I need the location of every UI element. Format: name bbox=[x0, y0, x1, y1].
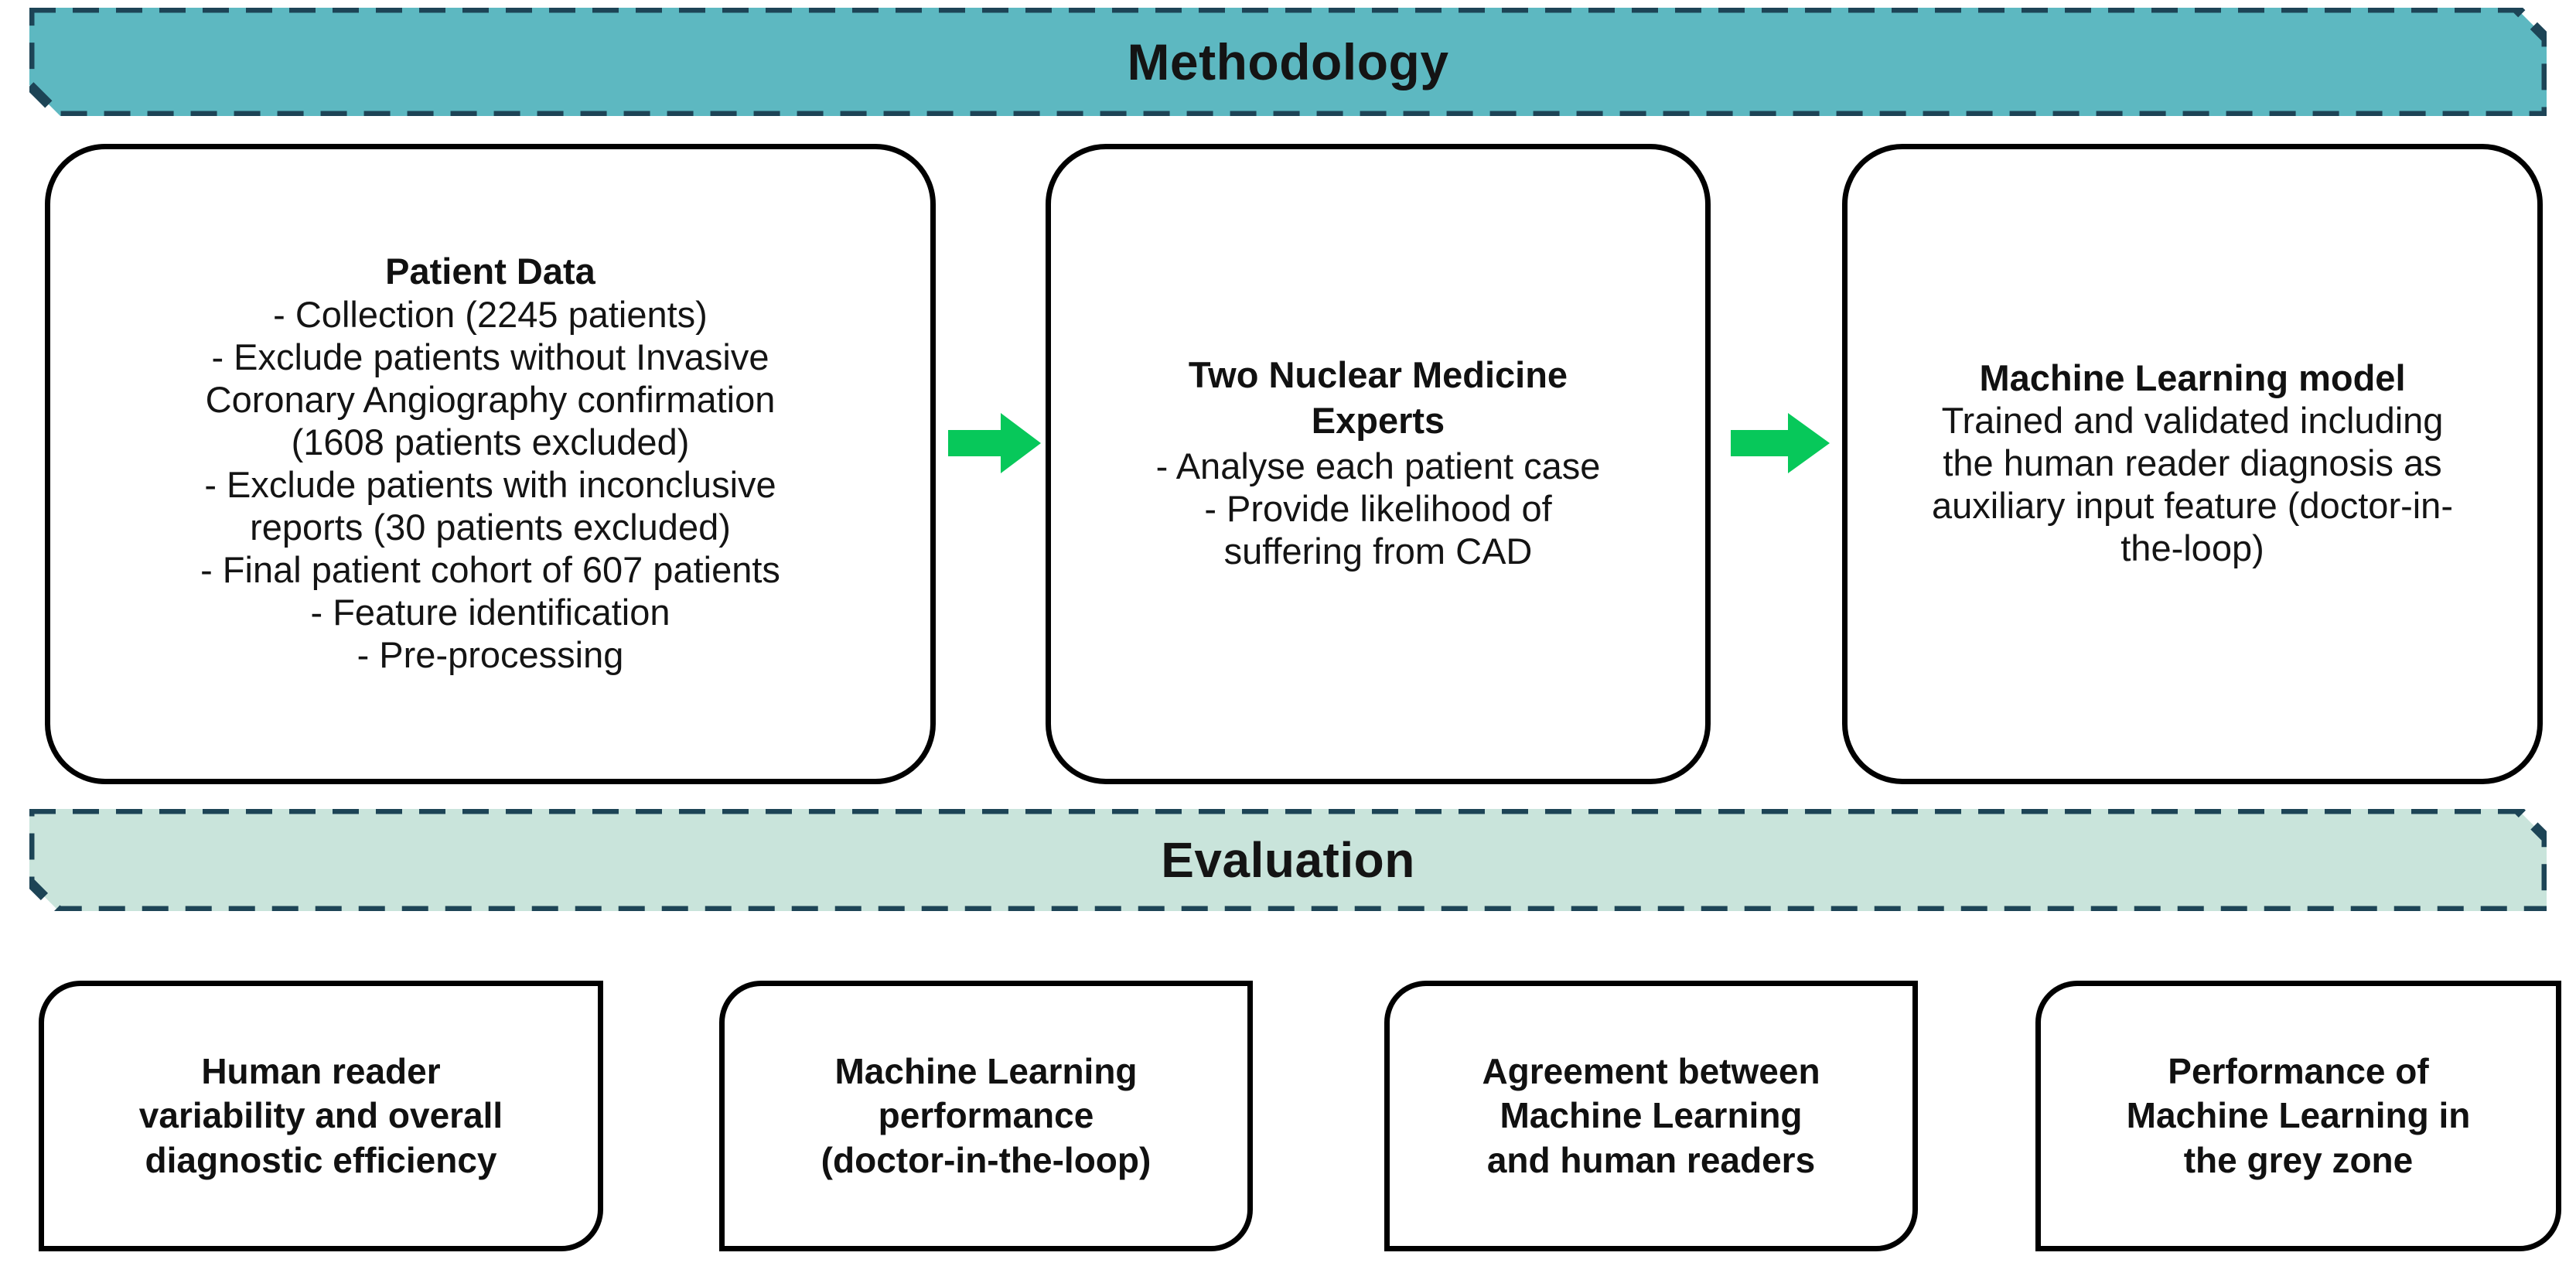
methodology-section-banner: Methodology bbox=[29, 8, 2547, 116]
outcome-1-text: Human reader variability and overall dia… bbox=[139, 1049, 503, 1182]
patient-data-line-9: - Pre-processing bbox=[357, 633, 624, 675]
outcome-box-agreement-ml-human-readers: Agreement between Machine Learning and h… bbox=[1384, 981, 1918, 1251]
ml-model-line-4: the-loop) bbox=[2121, 527, 2264, 569]
methodology-banner-label: Methodology bbox=[1127, 33, 1449, 90]
experts-line-1: - Analyse each patient case bbox=[1155, 445, 1601, 487]
arrow-right-icon bbox=[1731, 413, 1830, 473]
patient-data-line-7: - Final patient cohort of 607 patients bbox=[200, 548, 780, 590]
patient-data-line-6: reports (30 patients excluded) bbox=[250, 506, 731, 548]
outcome-box-ml-grey-zone: Performance of Machine Learning in the g… bbox=[2035, 981, 2561, 1251]
patient-data-line-2: - Exclude patients without Invasive bbox=[211, 336, 769, 377]
outcome-4-line-3: the grey zone bbox=[2183, 1139, 2414, 1180]
ml-model-title: Machine Learning model bbox=[1979, 357, 2406, 398]
patient-data-line-5: - Exclude patients with inconclusive bbox=[204, 463, 776, 505]
outcome-4-line-2: Machine Learning in bbox=[2126, 1095, 2471, 1136]
ml-model-line-2: the human reader diagnosis as bbox=[1943, 442, 2442, 484]
outcome-1-line-1: Human reader bbox=[201, 1051, 441, 1092]
arrow-right-icon bbox=[948, 413, 1041, 473]
ml-model-line-1: Trained and validated including bbox=[1941, 400, 2444, 442]
evaluation-banner-label: Evaluation bbox=[1161, 832, 1415, 888]
evaluation-banner-shape bbox=[29, 809, 2547, 911]
outcome-box-human-reader-variability: Human reader variability and overall dia… bbox=[39, 981, 603, 1251]
outcome-1-line-2: variability and overall bbox=[138, 1095, 503, 1136]
outcome-3-line-1: Agreement between bbox=[1482, 1051, 1820, 1092]
outcome-2-line-2: performance bbox=[878, 1095, 1094, 1136]
experts-title-line-2: Experts bbox=[1311, 399, 1445, 441]
process-box-nuclear-medicine-experts: Two Nuclear Medicine Experts - Analyse e… bbox=[1046, 144, 1711, 784]
outcome-4-text: Performance of Machine Learning in the g… bbox=[2127, 1049, 2471, 1182]
arrow-right-icon-patient-to-experts bbox=[948, 410, 1041, 476]
experts-line-3: suffering from CAD bbox=[1223, 531, 1533, 572]
methodology-banner-shape bbox=[29, 8, 2547, 116]
outcome-3-text: Agreement between Machine Learning and h… bbox=[1482, 1049, 1820, 1182]
experts-line-2: - Provide likelihood of bbox=[1204, 488, 1552, 530]
ml-model-line-3: auxiliary input feature (doctor-in- bbox=[1932, 485, 2453, 527]
outcome-3-line-3: and human readers bbox=[1486, 1139, 1816, 1180]
process-box-patient-data: Patient Data - Collection (2245 patients… bbox=[45, 144, 936, 784]
outcome-1-line-3: diagnostic efficiency bbox=[145, 1139, 497, 1180]
process-box-machine-learning-model: Machine Learning model Trained and valid… bbox=[1842, 144, 2543, 784]
outcome-4-line-1: Performance of bbox=[2168, 1051, 2429, 1092]
outcome-box-machine-learning-performance: Machine Learning performance (doctor-in-… bbox=[719, 981, 1253, 1251]
patient-data-title: Patient Data bbox=[385, 251, 595, 292]
outcome-2-text: Machine Learning performance (doctor-in-… bbox=[821, 1049, 1152, 1182]
evaluation-section-banner: Evaluation bbox=[29, 809, 2547, 911]
patient-data-line-1: - Collection (2245 patients) bbox=[273, 293, 708, 335]
patient-data-line-4: (1608 patients excluded) bbox=[291, 421, 690, 462]
patient-data-line-8: - Feature identification bbox=[310, 591, 670, 633]
experts-title-line-1: Two Nuclear Medicine bbox=[1188, 353, 1568, 395]
outcome-3-line-2: Machine Learning bbox=[1500, 1095, 1803, 1136]
arrow-right-icon-experts-to-ml-model bbox=[1731, 410, 1830, 476]
patient-data-line-3: Coronary Angiography confirmation bbox=[205, 378, 776, 420]
outcome-2-line-3: (doctor-in-the-loop) bbox=[821, 1139, 1152, 1180]
outcome-2-line-1: Machine Learning bbox=[834, 1051, 1138, 1092]
